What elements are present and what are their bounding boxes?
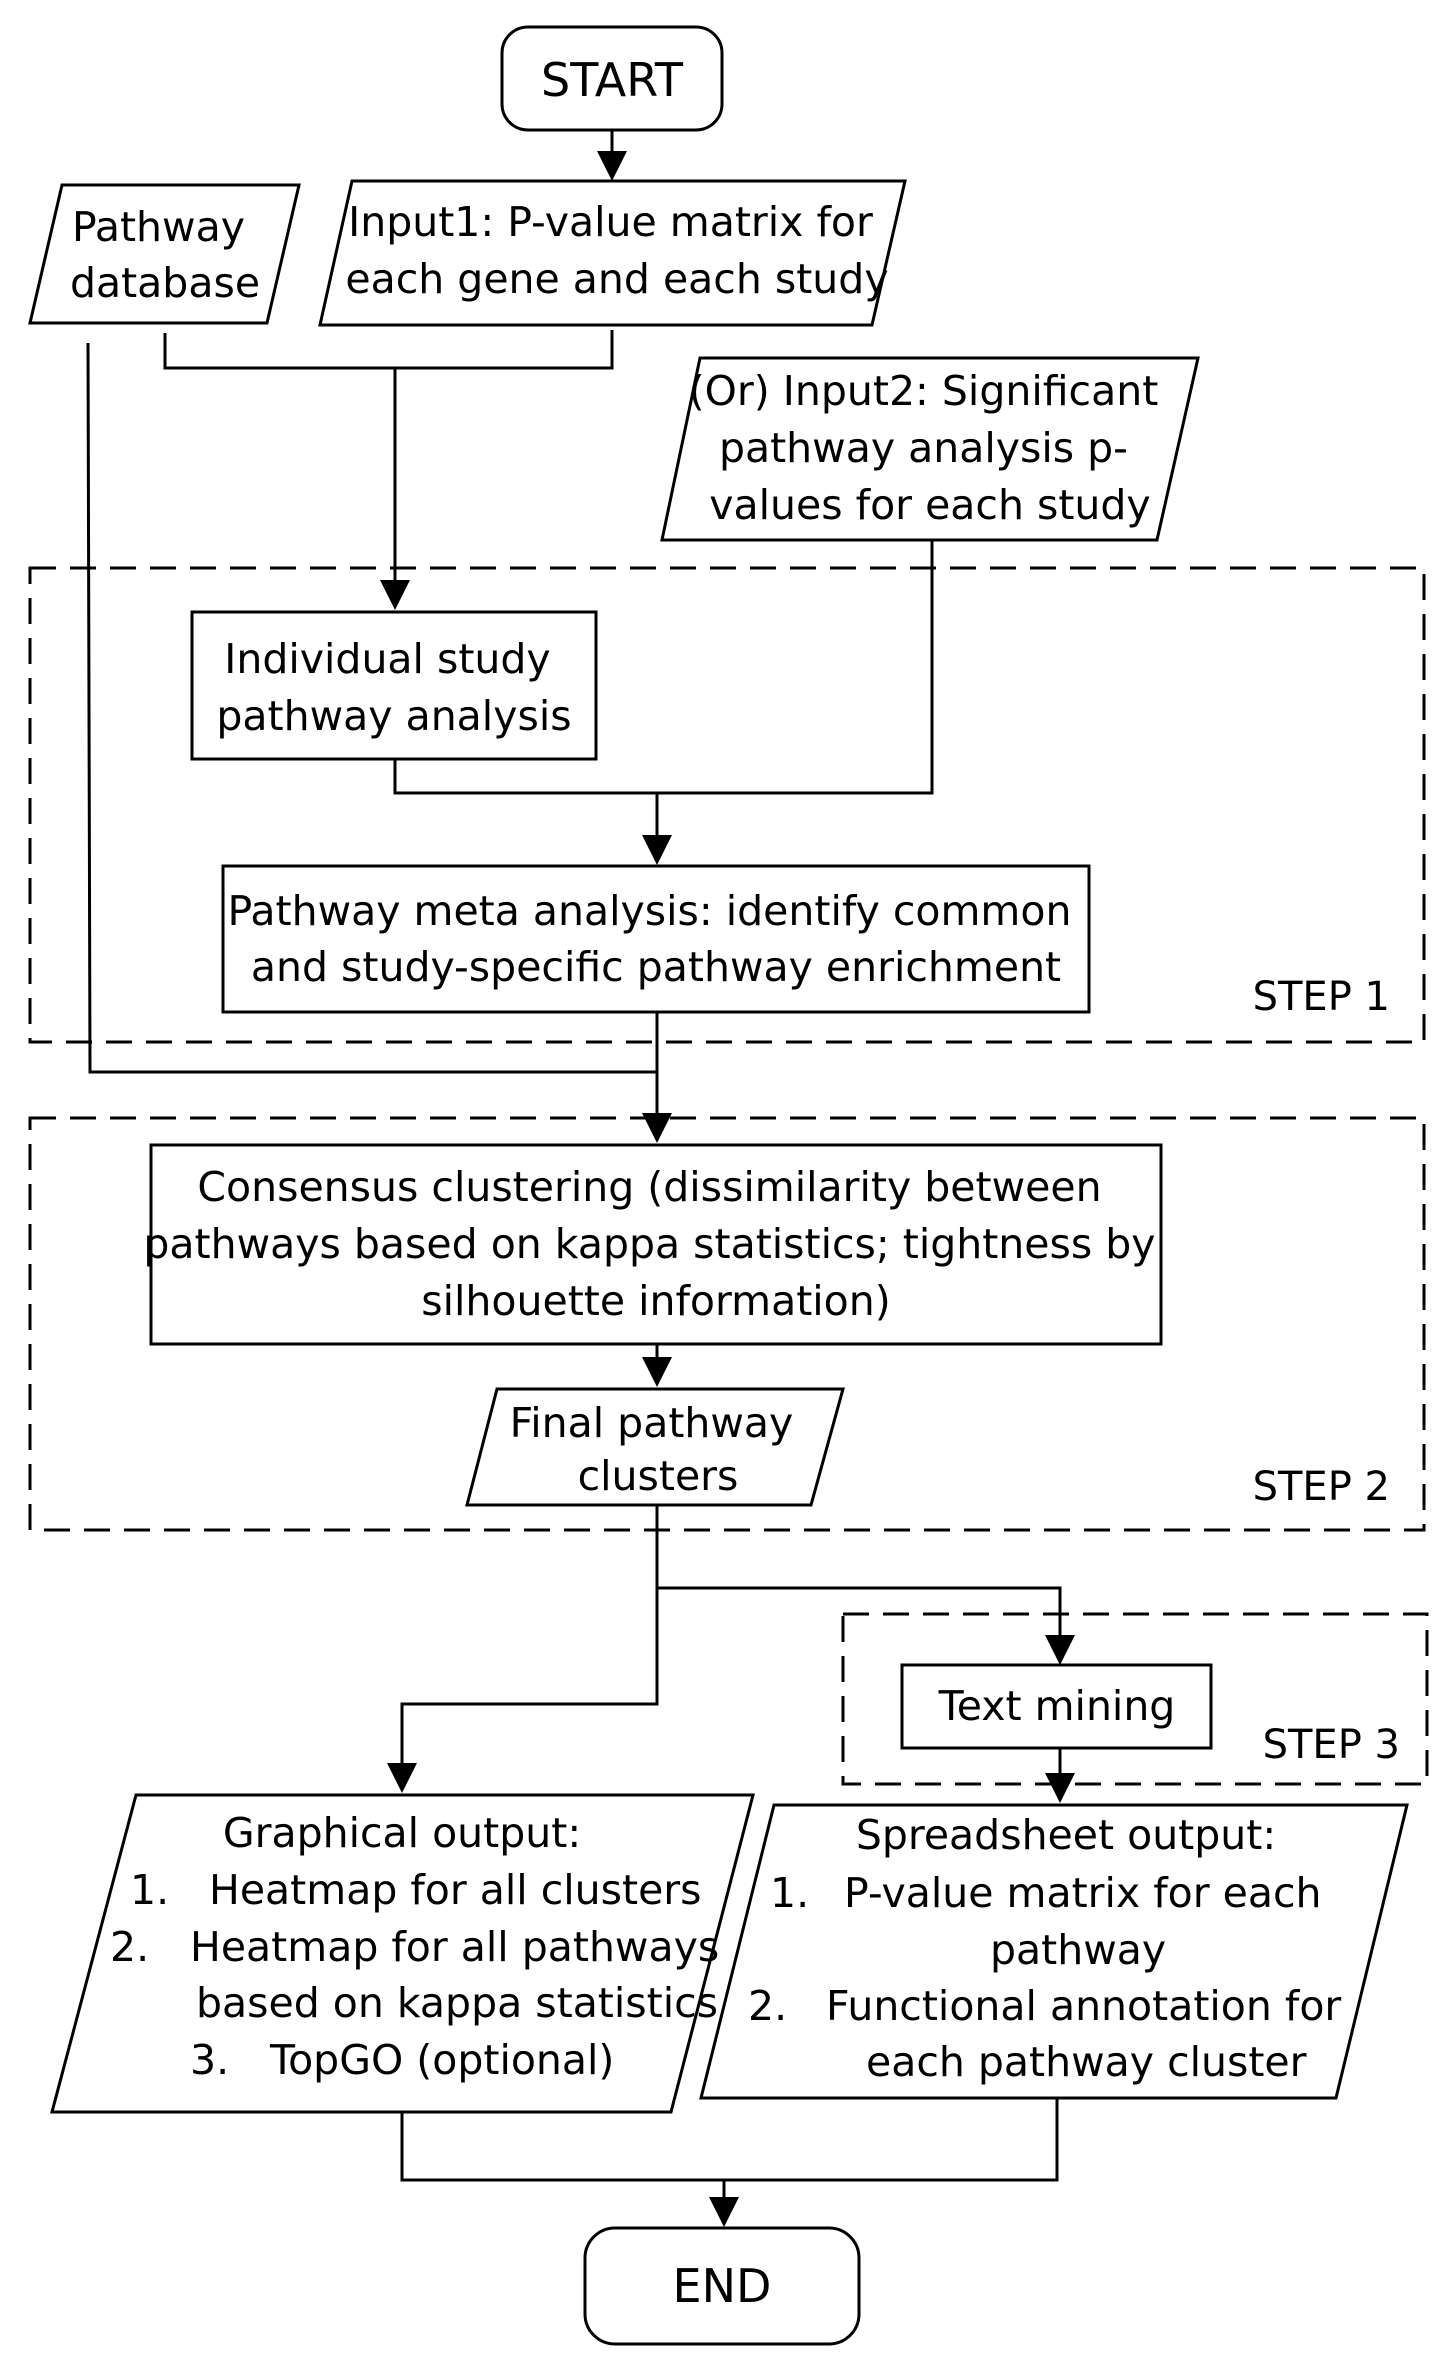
spreadsheet-item-num: 1. <box>770 1869 809 1917</box>
pathway-database-node <box>28 183 301 325</box>
spreadsheet-output-node <box>699 1803 1409 2100</box>
step1-label: STEP 1 <box>1253 974 1390 1020</box>
spreadsheet-output-title: Spreadsheet output: <box>856 1811 1276 1859</box>
start-terminal <box>500 25 724 132</box>
text-mining-label: Text mining <box>938 1682 1176 1730</box>
graphical-item-text: Heatmap for all clusters <box>209 1866 702 1914</box>
graphical-output-title: Graphical output: <box>223 1809 581 1857</box>
consensus-clustering-node <box>149 1143 1163 1346</box>
graphical-item-num: 1. <box>130 1866 169 1914</box>
final-clusters-node <box>465 1387 845 1507</box>
step3-region <box>841 1612 1429 1786</box>
pathway-database-label: Pathway database <box>70 203 260 307</box>
end-terminal <box>583 2226 861 2346</box>
step2-region <box>28 1116 1426 1532</box>
spreadsheet-item-text: each pathway cluster <box>866 2038 1307 2086</box>
input1-label: Input1: P-value matrix for each gene and… <box>345 198 888 303</box>
input2-node <box>660 356 1200 542</box>
individual-study-node <box>190 610 598 761</box>
graphical-item-num: 3. <box>190 2036 229 2084</box>
individual-study-label: Individual study pathway analysis <box>216 635 571 740</box>
graphical-item-num: 2. <box>110 1923 149 1971</box>
end-label: END <box>673 2259 772 2313</box>
consensus-clustering-label: Consensus clustering (dissimilarity betw… <box>143 1163 1168 1325</box>
graphical-item-text: Heatmap for all pathways <box>190 1923 719 1971</box>
meta-analysis-node <box>221 864 1091 1014</box>
step2-label: STEP 2 <box>1253 1464 1390 1510</box>
graphical-item-text: TopGO (optional) <box>269 2036 614 2084</box>
final-clusters-label: Final pathway clusters <box>510 1399 807 1500</box>
step3-label: STEP 3 <box>1263 1722 1400 1768</box>
connectors <box>86 130 1075 2227</box>
input2-label: (Or) Input2: Significant pathway analysi… <box>689 367 1172 529</box>
spreadsheet-item-text: P-value matrix for each <box>844 1869 1322 1917</box>
step1-region <box>28 566 1426 1044</box>
graphical-item-text: based on kappa statistics <box>196 1979 718 2027</box>
start-label: START <box>541 53 684 107</box>
text-mining-node <box>900 1663 1213 1750</box>
meta-analysis-label: Pathway meta analysis: identify common a… <box>228 887 1085 991</box>
spreadsheet-item-text: Functional annotation for <box>826 1982 1341 2030</box>
spreadsheet-item-text: pathway <box>990 1926 1166 1974</box>
spreadsheet-item-num: 2. <box>748 1982 787 2030</box>
input1-node <box>318 179 907 327</box>
graphical-output-node <box>50 1793 755 2114</box>
